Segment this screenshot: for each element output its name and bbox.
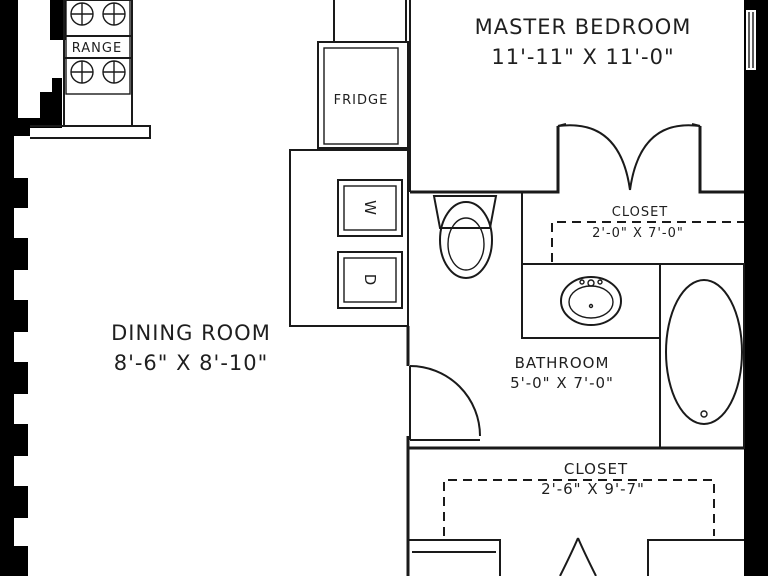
bathroom-label: BATHROOM 5'-0" X 7'-0" (510, 354, 614, 392)
lower-closet-name: CLOSET (564, 460, 628, 478)
master-bedroom-size: 11'-11" X 11'-0" (491, 45, 674, 69)
bathtub (665, 279, 743, 425)
closet-double-door (557, 123, 701, 191)
toilet (432, 195, 498, 279)
kitchen-cabinets: FRIDGE (317, 0, 411, 192)
dining-room-label: DINING ROOM 8'-6" X 8'-10" (111, 321, 271, 375)
bathroom-name: BATHROOM (515, 354, 610, 372)
bathroom-sink (560, 276, 622, 326)
interior-walls (406, 126, 745, 576)
dining-room-size: 8'-6" X 8'-10" (114, 351, 269, 375)
range-label: RANGE (72, 41, 122, 56)
lower-closet-size: 2'-6" X 9'-7" (541, 480, 645, 498)
fridge-label: FRIDGE (334, 93, 389, 108)
bathroom-door (409, 365, 481, 441)
closet-shelves (443, 221, 744, 536)
lower-closet-door (559, 537, 597, 576)
exterior-left-wall (0, 0, 66, 576)
laundry-area: W D (289, 149, 409, 327)
range: RANGE (63, 0, 133, 127)
washer-label: W (361, 200, 379, 216)
upper-closet-size: 2'-0" X 7'-0" (592, 226, 684, 241)
lower-closet-label: CLOSET 2'-6" X 9'-7" (541, 460, 645, 498)
upper-closet-name: CLOSET (612, 205, 669, 220)
exterior-right-wall (744, 0, 768, 576)
upper-closet-label: CLOSET 2'-0" X 7'-0" (592, 205, 684, 241)
master-bedroom-name: MASTER BEDROOM (475, 15, 692, 39)
dryer-label: D (361, 274, 379, 287)
kitchen-counter-edge (30, 125, 151, 139)
master-bedroom-label: MASTER BEDROOM 11'-11" X 11'-0" (475, 15, 692, 69)
dining-room-name: DINING ROOM (111, 321, 271, 345)
bathroom-size: 5'-0" X 7'-0" (510, 374, 614, 392)
